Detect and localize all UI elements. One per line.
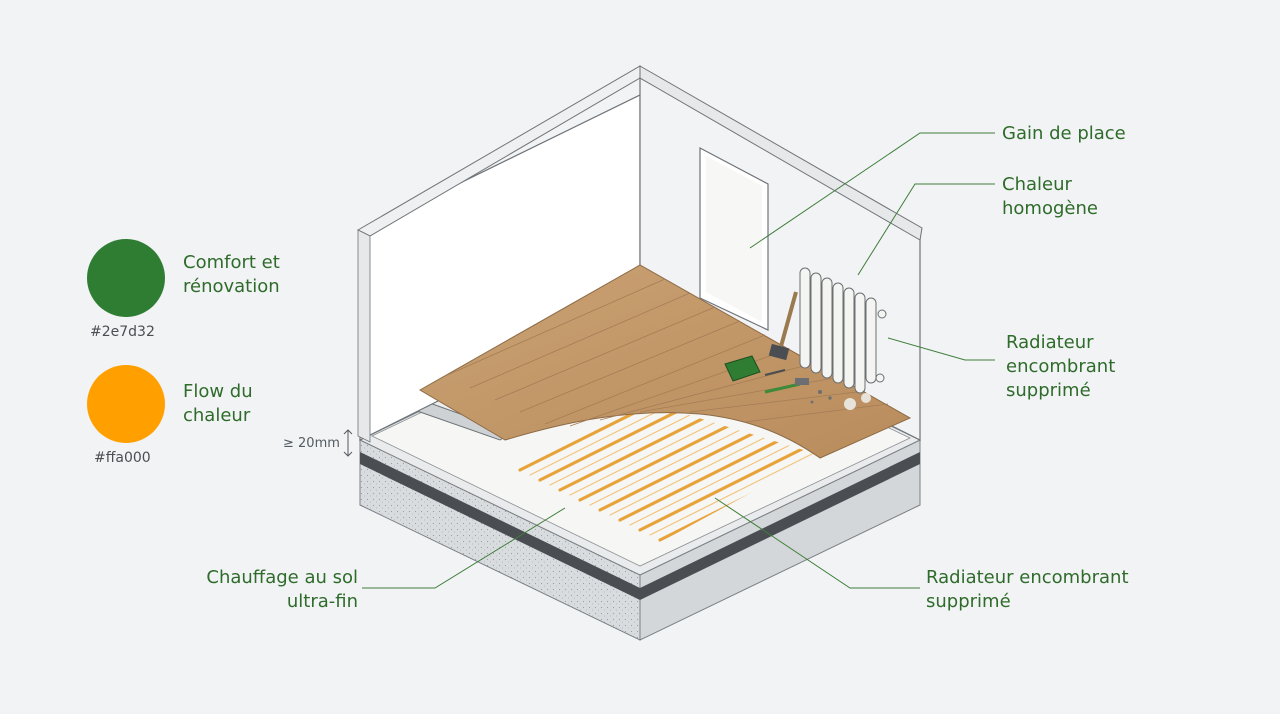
slab-dark-band-right [640,452,920,600]
dimension-marker [343,429,353,457]
heating-pipes [518,400,820,542]
slab-dark-band-left [360,452,640,600]
callout-radiateur-supprime-bottom: Radiateur encombrant supprimé [926,567,1129,612]
legend-hex-green: #2e7d32 [90,324,155,340]
left-wall-edge [357,229,371,443]
leader-chaleur [857,183,995,276]
callout-radiateur-supprime-right: Radiateur encombrant supprimé [1006,332,1116,401]
wood-planks [444,278,889,427]
callout-chauffage-au-sol: Chauffage au sol ultra-fin [206,567,358,612]
leader-gain [749,132,995,249]
tools [724,291,871,410]
radiator [799,267,887,394]
legend-hex-orange: #ffa000 [94,450,151,466]
leader-lines [362,132,995,589]
leader-radiateur-bottom [714,497,920,589]
callout-gain-de-place: Gain de place [1002,123,1126,144]
callout-chaleur-homogene: Chaleur homogène [1002,174,1098,219]
leader-radiateur-right [887,337,995,361]
legend-label-flow: Flow du chaleur [183,381,253,426]
leader-chauffage [362,507,566,589]
wood-floor [419,264,912,459]
legend-label-comfort: Comfort et rénovation [183,252,280,297]
dimension-label: ≥ 20mm [283,436,340,451]
